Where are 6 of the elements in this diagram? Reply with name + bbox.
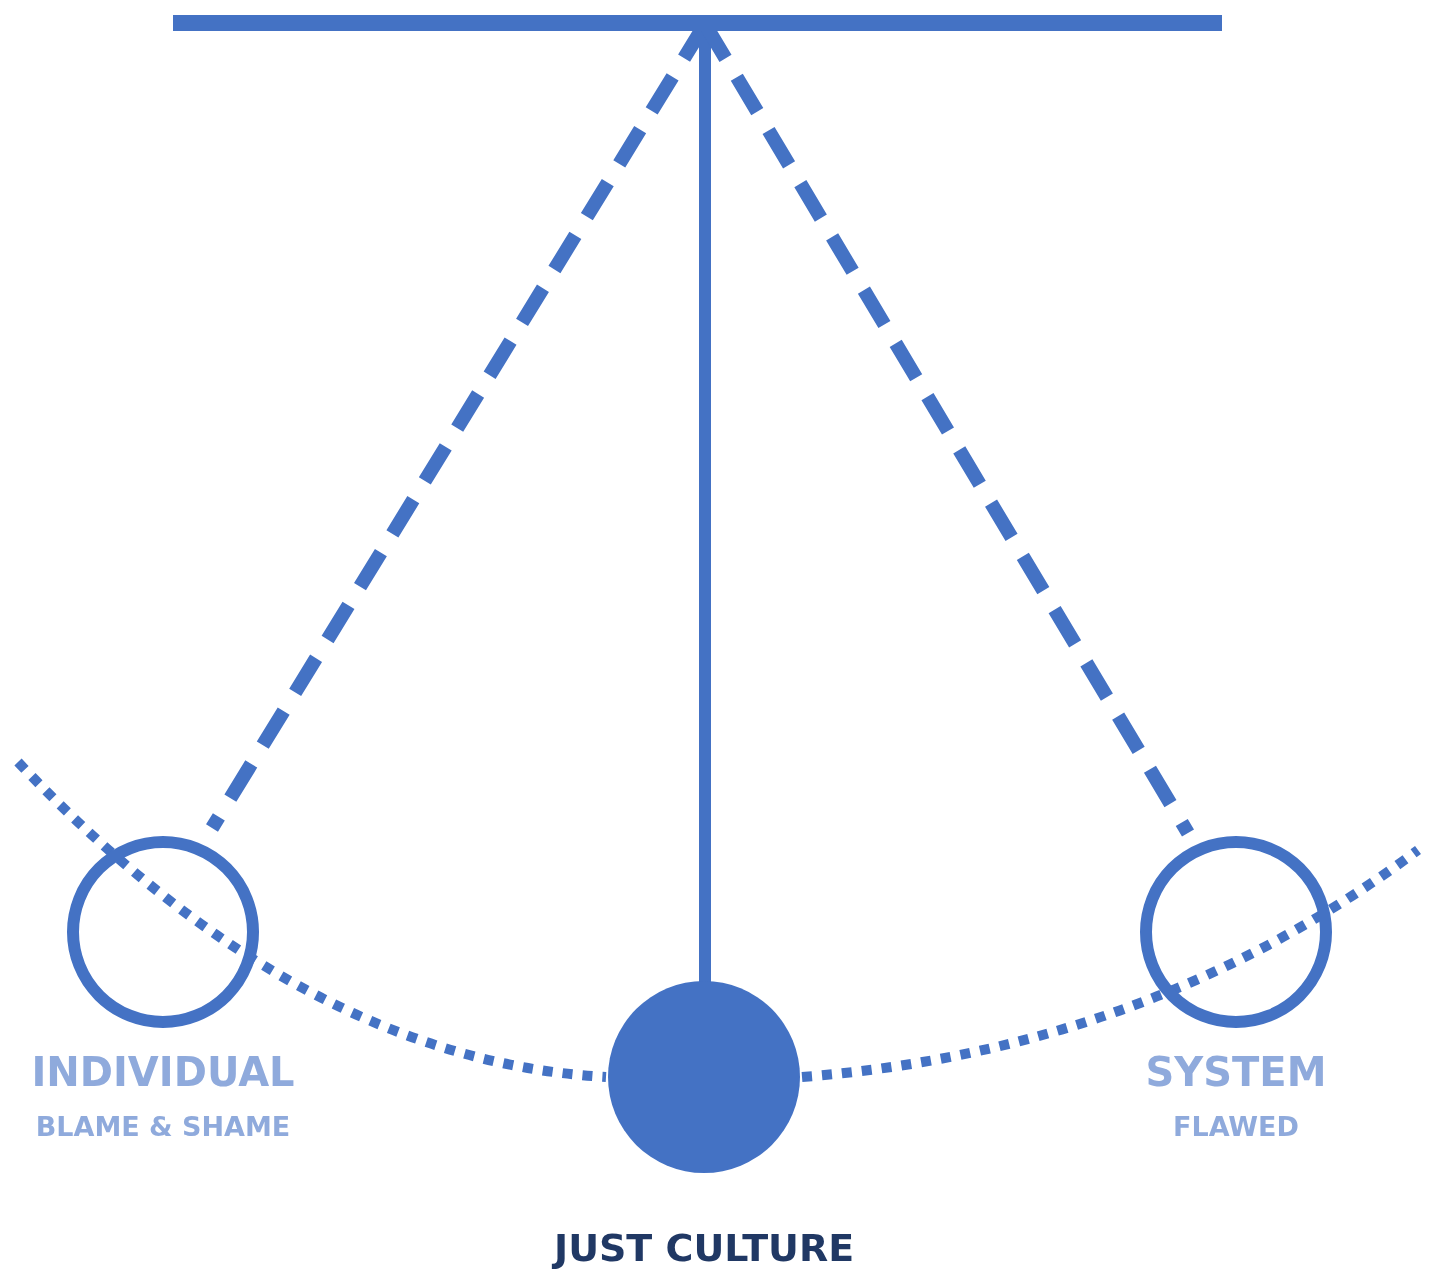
- bob-sublabel: FLAWED: [1172, 1111, 1300, 1142]
- bob-label: SYSTEM: [1144, 1049, 1328, 1095]
- pivot-bar: [173, 15, 1222, 31]
- bob-label: JUST CULTURE: [554, 1226, 854, 1270]
- bob-label: INDIVIDUAL: [30, 1049, 296, 1095]
- bob-sublabel: BLAME & SHAME: [34, 1111, 292, 1142]
